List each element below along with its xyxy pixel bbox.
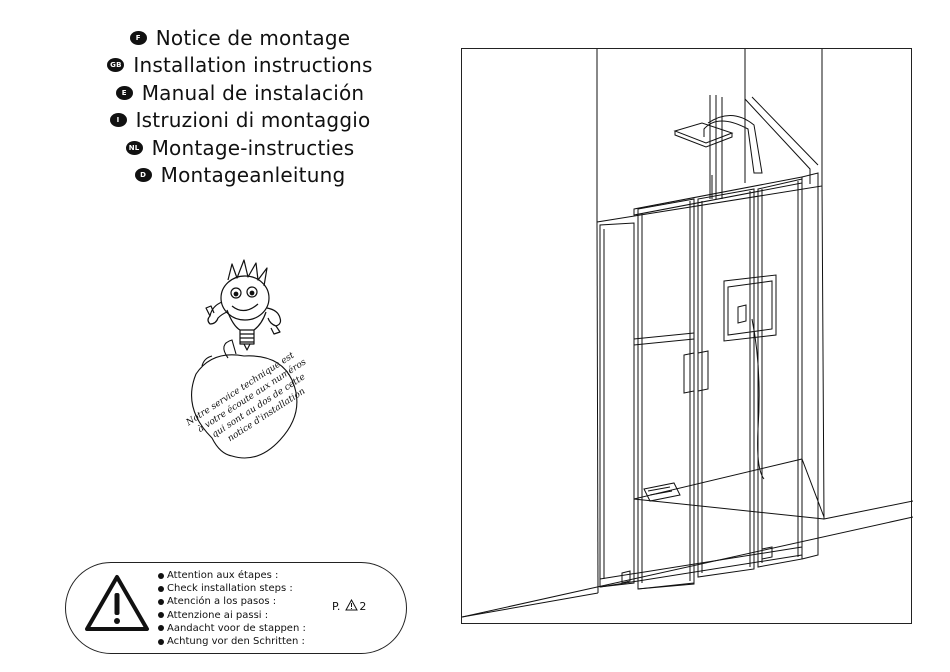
bullet-icon: [158, 638, 164, 645]
badge-gb: GB: [107, 58, 125, 73]
attention-text-it: Attenzione ai passi :: [167, 609, 269, 621]
attention-list: Attention aux étapes : Check installatio…: [158, 569, 306, 648]
attention-line: Achtung vor den Schritten :: [158, 635, 306, 648]
title-gb-text: Installation instructions: [133, 53, 373, 78]
title-gb: GB Installation instructions: [60, 52, 420, 80]
attention-line: Aandacht voor de stappen :: [158, 622, 306, 635]
bullet-icon: [158, 585, 164, 592]
page-reference-prefix: P.: [332, 600, 341, 613]
page-reference: P. 2: [332, 599, 366, 613]
attention-line: Attenzione ai passi :: [158, 609, 306, 622]
lightbulb-mascot-icon: Notre service technique est à votre écou…: [184, 259, 309, 459]
attention-text-gb: Check installation steps :: [167, 583, 293, 595]
attention-text-fr: Attention aux étapes :: [167, 570, 279, 582]
attention-line: Check installation steps :: [158, 582, 306, 595]
bullet-icon: [158, 625, 164, 632]
attention-text-es: Atención a los pasos :: [167, 596, 277, 608]
badge-nl: NL: [125, 140, 143, 155]
warning-mini-icon: [345, 599, 359, 611]
title-it-text: Istruzioni di montaggio: [135, 108, 371, 133]
language-titles: F Notice de montage GB Installation instru…: [60, 24, 420, 189]
title-nl: NL Montage-instructies: [60, 134, 420, 162]
attention-line: Atención a los pasos :: [158, 595, 306, 608]
attention-line: Attention aux étapes :: [158, 569, 306, 582]
attention-text-nl: Aandacht voor de stappen :: [167, 622, 306, 634]
badge-es: E: [115, 85, 133, 100]
shower-drawing-frame: [461, 48, 913, 624]
title-fr: F Notice de montage: [60, 24, 420, 52]
attention-box: Attention aux étapes : Check installatio…: [65, 562, 407, 654]
badge-it: I: [109, 113, 127, 128]
title-de: D Montageanleitung: [60, 162, 420, 190]
warning-triangle-icon: [85, 575, 149, 631]
lightbulb-mascot: Notre service technique est à votre écou…: [170, 258, 320, 468]
attention-text-de: Achtung vor den Schritten :: [167, 636, 305, 648]
bullet-icon: [158, 612, 164, 619]
title-es: E Manual de instalación: [60, 79, 420, 107]
badge-de: D: [134, 168, 152, 183]
page-reference-number: 2: [359, 600, 367, 613]
title-fr-text: Notice de montage: [155, 25, 351, 50]
bullet-icon: [158, 598, 164, 605]
title-nl-text: Montage-instructies: [151, 135, 355, 160]
badge-fr: F: [129, 30, 147, 45]
title-es-text: Manual de instalación: [141, 80, 365, 105]
bullet-icon: [158, 572, 164, 579]
title-de-text: Montageanleitung: [160, 163, 346, 188]
shower-enclosure-illustration: [462, 49, 913, 618]
title-it: I Istruzioni di montaggio: [60, 107, 420, 135]
